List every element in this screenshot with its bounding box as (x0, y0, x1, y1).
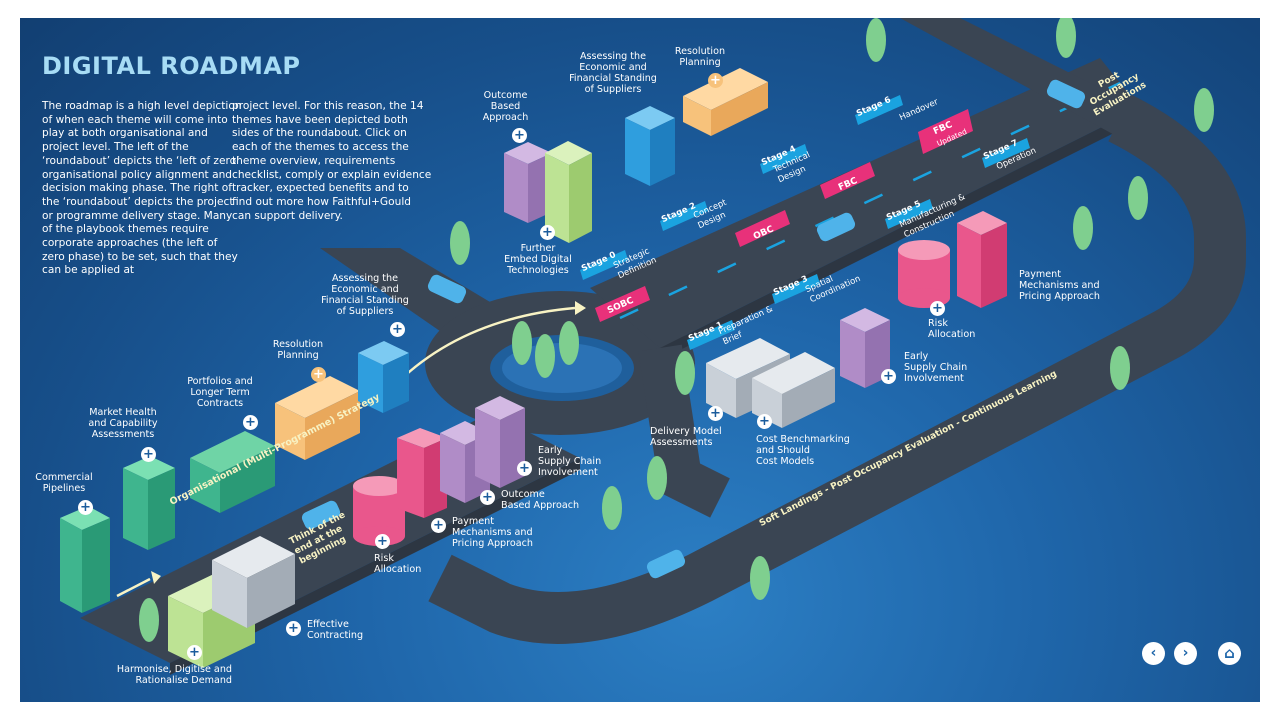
theme-payment-mechanisms-left-button[interactable]: + (431, 518, 446, 533)
theme-commercial-pipelines-label: Commercial Pipelines (35, 472, 93, 494)
theme-further-embed-label: Further Embed Digital Technologies (504, 243, 572, 276)
direction-arrow-curve (391, 306, 576, 389)
theme-outcome-based-left-label: Outcome Based Approach (501, 489, 580, 511)
theme-outcome-based-right-label: Outcome Based Approach (482, 90, 529, 123)
theme-resolution-planning-left-button[interactable]: + (311, 367, 326, 382)
theme-resolution-planning-left-label: Resolution Planning (272, 339, 324, 361)
theme-resolution-planning-right-button[interactable]: + (708, 73, 723, 88)
theme-commercial-pipelines-button[interactable]: + (78, 500, 93, 515)
theme-harmonise-button[interactable]: + (187, 645, 202, 660)
theme-assessing-economic-right-label: Assessing the Economic and Financial Sta… (569, 51, 657, 95)
chevron-left-icon[interactable]: ‹ (1142, 642, 1165, 665)
top-road (900, 18, 1150, 138)
theme-portfolios-button[interactable]: + (243, 415, 258, 430)
roadmap-illustration (60, 18, 1246, 675)
theme-delivery-model-label: Delivery Model Assessments (650, 426, 722, 448)
roadmap-canvas: DIGITAL ROADMAP The roadmap is a high le… (20, 18, 1260, 702)
theme-portfolios-label: Portfolios and Longer Term Contracts (187, 376, 253, 409)
theme-early-supply-left-button[interactable]: + (517, 461, 532, 476)
loop-road (428, 94, 1246, 644)
theme-harmonise-label: Harmonise, Digitise and Rationalise Dema… (116, 664, 232, 686)
theme-payment-mechanisms-right-label: Payment Mechanisms and Pricing Approach (1019, 269, 1100, 302)
theme-risk-allocation-right-button[interactable]: + (930, 301, 945, 316)
left-buildings (60, 341, 525, 668)
direction-arrow-head (575, 301, 586, 315)
theme-risk-allocation-left-label: Risk Allocation (374, 553, 422, 575)
direction-arrow-left (116, 577, 151, 598)
theme-further-embed-button[interactable]: + (540, 225, 555, 240)
theme-resolution-planning-right-label: Resolution Planning (674, 46, 726, 68)
cars (301, 79, 1086, 579)
theme-effective-contracting-button[interactable]: + (286, 621, 301, 636)
intro-text-left: The roadmap is a high level depiction of… (42, 100, 242, 277)
theme-risk-allocation-right-label: Risk Allocation (928, 318, 976, 340)
gate-markers (595, 109, 973, 322)
theme-payment-mechanisms-left-label: Payment Mechanisms and Pricing Approach (452, 516, 533, 549)
theme-assessing-economic-left-label: Assessing the Economic and Financial Sta… (321, 273, 409, 317)
chevron-right-icon[interactable]: › (1174, 642, 1197, 665)
theme-outcome-based-left-button[interactable]: + (480, 490, 495, 505)
theme-market-health-button[interactable]: + (141, 447, 156, 462)
theme-early-supply-left-label: Early Supply Chain Involvement (538, 445, 602, 478)
home-icon[interactable]: ⌂ (1218, 642, 1241, 665)
trees (139, 18, 1214, 642)
page-title: DIGITAL ROADMAP (42, 52, 301, 80)
theme-cost-benchmarking-button[interactable]: + (757, 414, 772, 429)
intro-text-right: project level. For this reason, the 14 t… (232, 100, 432, 222)
theme-assessing-economic-left-button[interactable]: + (390, 322, 405, 337)
right-buildings (504, 68, 1007, 428)
theme-cost-benchmarking-label: Cost Benchmarking and Should Cost Models (756, 434, 850, 467)
theme-risk-allocation-left-button[interactable]: + (375, 534, 390, 549)
theme-delivery-model-button[interactable]: + (708, 406, 723, 421)
theme-market-health-label: Market Health and Capability Assessments (88, 407, 158, 440)
stage-tags (580, 95, 1030, 350)
theme-early-supply-right-label: Early Supply Chain Involvement (904, 351, 968, 384)
theme-early-supply-right-button[interactable]: + (881, 369, 896, 384)
theme-effective-contracting-label: Effective Contracting (307, 619, 364, 641)
theme-outcome-based-right-button[interactable]: + (512, 128, 527, 143)
